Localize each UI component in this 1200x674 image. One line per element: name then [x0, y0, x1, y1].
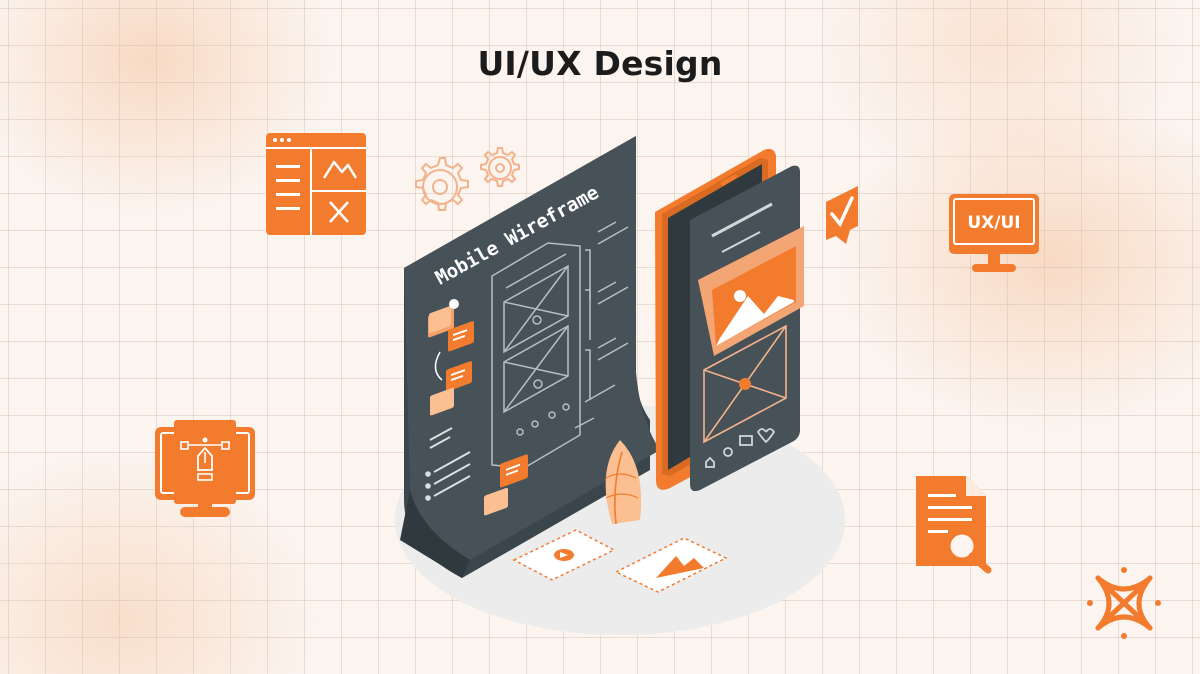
document-search-icon — [916, 476, 992, 574]
image-placeholder-icon — [698, 226, 804, 356]
ux-ui-monitor-icon — [949, 194, 1039, 272]
wireframe-phone-sketch — [491, 242, 581, 469]
wireframe-annotations — [574, 221, 629, 429]
monitor-badge-text: UX/UI — [967, 213, 1020, 233]
brand-logo-icon — [1087, 567, 1161, 639]
video-play-icon — [512, 529, 616, 581]
floor-image-card — [614, 537, 728, 593]
board-list-lines — [425, 427, 471, 501]
check-badge-icon — [826, 186, 858, 244]
plant-leaf-icon — [605, 440, 642, 525]
pen-tool-monitor-icon — [155, 420, 255, 517]
gear-icon — [415, 147, 520, 211]
browser-layout-icon — [266, 133, 366, 235]
sticky-notes — [428, 299, 528, 516]
page-title: UI/UX Design — [477, 44, 723, 83]
